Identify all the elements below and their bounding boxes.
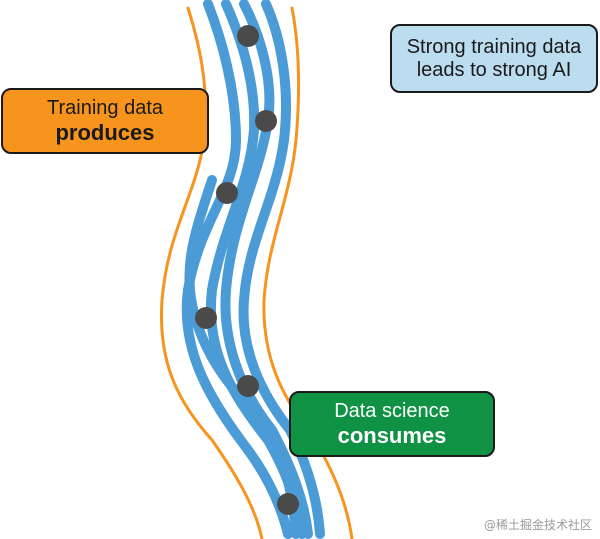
science-callout-line2: consumes	[337, 422, 447, 448]
data-node	[255, 110, 277, 132]
data-node	[237, 25, 259, 47]
data-science-callout: Data science consumes	[289, 391, 495, 457]
training-data-callout: Training data produces	[1, 88, 209, 154]
science-callout-line1: Data science	[334, 399, 450, 422]
watermark-text: @稀土掘金技术社区	[483, 518, 592, 532]
data-node	[237, 375, 259, 397]
data-node	[195, 307, 217, 329]
strong-callout-line1: Strong training data	[406, 35, 582, 58]
training-callout-line2: produces	[55, 119, 155, 145]
strong-ai-callout: Strong training data leads to strong AI	[390, 24, 598, 93]
data-node	[216, 182, 238, 204]
data-node	[277, 493, 299, 515]
data-stream-5	[184, 175, 301, 539]
strong-callout-line2: leads to strong AI	[416, 58, 572, 81]
right-bank-line	[262, 6, 354, 539]
training-callout-line1: Training data	[47, 96, 163, 119]
